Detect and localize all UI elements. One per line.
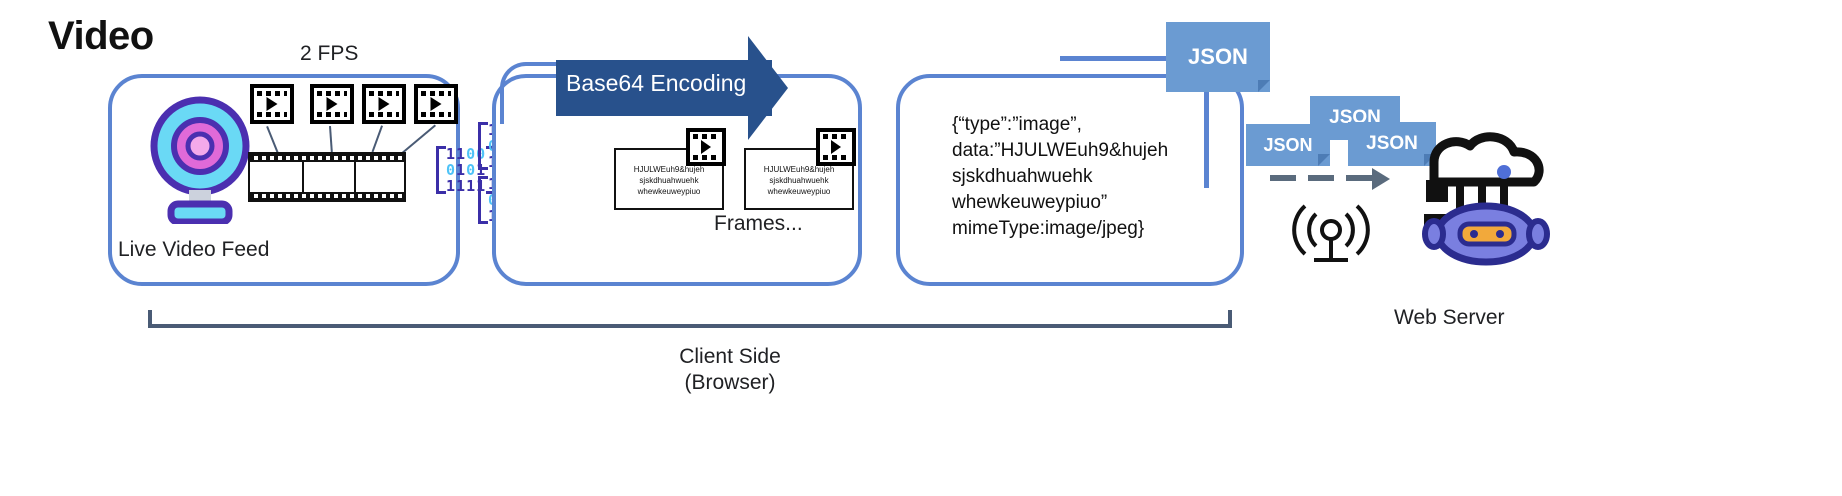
live-video-feed-caption: Live Video Feed [118, 238, 270, 261]
film-cell-1 [250, 162, 304, 192]
json-badge-label: JSON [1188, 44, 1248, 69]
video-thumbnail-2 [310, 84, 354, 124]
client-side-line-2: (Browser) [684, 371, 776, 394]
play-icon [378, 97, 390, 111]
frame-card-text: HJULWEuh9&hujeh sjskdhuahwuehk whewkeuwe… [763, 165, 835, 196]
json-badge-3: JSON [1246, 124, 1330, 166]
badge-fold-corner [1258, 80, 1270, 92]
film-strip [248, 152, 406, 202]
json-payload-text: {“type”:”image”, data:”HJULWEuh9&hujeh s… [952, 114, 1169, 239]
play-icon [430, 97, 442, 111]
video-thumbnail-4 [414, 84, 458, 124]
dashed-segment-2 [1308, 175, 1334, 181]
film-cell-3 [354, 162, 404, 192]
json-connector-horizontal [1060, 56, 1168, 61]
video-thumbnail-3 [362, 84, 406, 124]
badge-fold-corner [1318, 154, 1330, 166]
frame-badge-1 [686, 128, 726, 166]
frame-card-text: HJULWEuh9&hujeh sjskdhuahwuehk whewkeuwe… [633, 165, 705, 196]
web-server-caption: Web Server [1394, 306, 1505, 329]
film-perforation-top [317, 91, 347, 96]
film-perforation-bottom [823, 155, 849, 160]
binary-row: 0101 [446, 161, 487, 179]
base64-arrow-body [556, 60, 772, 116]
play-icon [831, 140, 841, 154]
dashed-segment-1 [1270, 175, 1296, 181]
film-perforation-top [369, 91, 399, 96]
json-badge-4: JSON [1348, 122, 1436, 166]
page-title: Video [48, 14, 154, 58]
play-icon [326, 97, 338, 111]
film-perforation-bottom [257, 112, 287, 117]
webcam-icon [145, 96, 255, 226]
play-icon [701, 140, 711, 154]
base64-encoding-label: Base64 Encoding [566, 70, 747, 96]
bracket-left [478, 122, 488, 170]
film-perforation-top [257, 91, 287, 96]
json-badge-label: JSON [1263, 134, 1313, 155]
json-badge-1: JSON [1166, 22, 1270, 92]
frames-caption: Frames... [714, 212, 803, 235]
panel-json-payload [896, 74, 1244, 286]
base64-arrow-head [748, 36, 788, 140]
film-perforation-bottom [693, 155, 719, 160]
json-badge-label: JSON [1366, 133, 1418, 154]
bracket-left [436, 146, 446, 194]
film-perforation-top [693, 134, 719, 139]
client-side-bracket [148, 310, 1232, 328]
film-sprockets-top [250, 154, 404, 162]
dashed-segment-3 [1346, 175, 1372, 181]
film-perforation-bottom [421, 112, 451, 117]
web-server-robot-icon [1394, 128, 1554, 274]
film-perforation-top [421, 91, 451, 96]
film-perforation-bottom [317, 112, 347, 117]
fps-label: 2 FPS [300, 42, 359, 65]
film-perforation-bottom [369, 112, 399, 117]
film-sprockets-bottom [250, 192, 404, 200]
video-thumbnail-1 [250, 84, 294, 124]
antenna-icon [1288, 196, 1374, 266]
dashed-arrow-head [1372, 168, 1390, 190]
film-cell-2 [302, 162, 356, 192]
json-connector-vertical [1204, 92, 1209, 188]
binary-to-arrow-connector [500, 62, 566, 124]
film-perforation-top [823, 134, 849, 139]
client-side-caption: Client Side (Browser) [630, 344, 830, 396]
bracket-left [478, 176, 488, 224]
frame-badge-2 [816, 128, 856, 166]
client-side-line-1: Client Side [679, 345, 781, 368]
play-icon [266, 97, 278, 111]
